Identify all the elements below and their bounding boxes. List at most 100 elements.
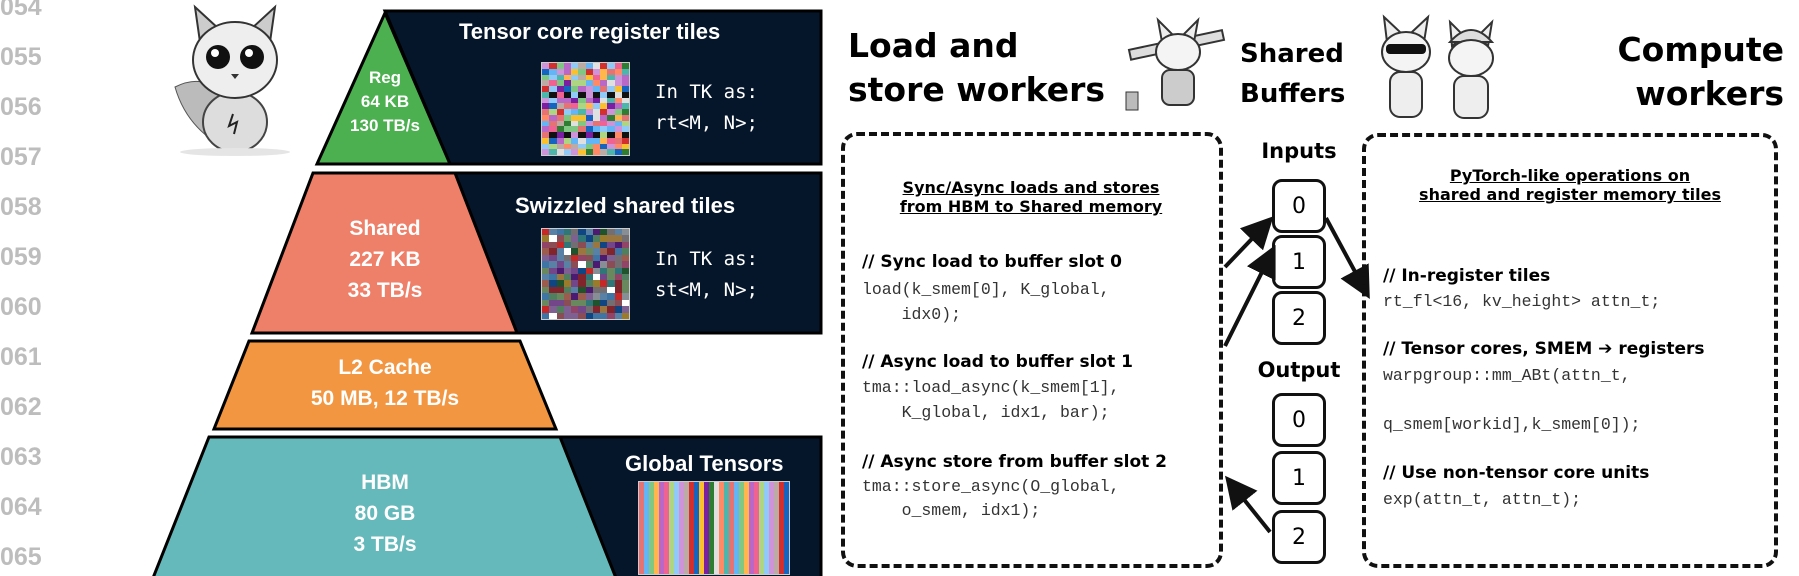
- tile-cell: [542, 103, 550, 109]
- tile-cell: [754, 567, 759, 574]
- tile-cell: [719, 521, 724, 528]
- tile-cell: [729, 495, 734, 502]
- tile-cell: [669, 488, 674, 496]
- tile-cell: [614, 74, 622, 81]
- tile-cell: [754, 521, 759, 528]
- tile-cell: [689, 521, 694, 528]
- tile-cell: [769, 534, 774, 542]
- tile-cell: [585, 241, 593, 249]
- tile-cell: [759, 508, 764, 515]
- tile-cell: [689, 567, 694, 574]
- tile-cell: [669, 495, 674, 502]
- tile-cell: [578, 97, 586, 104]
- tile-cell: [556, 114, 564, 121]
- tile-cell: [542, 273, 550, 281]
- tile-cell: [556, 306, 564, 313]
- compute-box-title: PyTorch-like operations on shared and re…: [1419, 166, 1721, 204]
- tile-cell: [769, 495, 774, 502]
- tile-cell: [709, 508, 714, 515]
- tile-cell: [684, 567, 689, 574]
- tile-cell: [779, 521, 784, 528]
- tile-cell: [639, 521, 644, 528]
- tile-cell: [679, 560, 684, 568]
- load-box-title: Sync/Async loads and stores from HBM to …: [900, 178, 1162, 216]
- tile-cell: [592, 74, 600, 81]
- code-line: tma::store_async(O_global,: [862, 477, 1120, 496]
- tile-cell: [549, 248, 557, 255]
- tile-cell: [578, 241, 586, 249]
- tile-cell: [614, 80, 622, 86]
- tile-cell: [585, 63, 593, 69]
- tile-cell: [654, 488, 659, 496]
- compute-cats-illustration: [1381, 14, 1495, 119]
- tile-cell: [769, 482, 774, 489]
- tile-cell: [542, 241, 550, 249]
- tile-cell: [669, 534, 674, 542]
- tile-cell: [639, 501, 644, 509]
- tile-cell: [679, 501, 684, 509]
- tile-cell: [592, 229, 600, 236]
- title-line: from HBM to Shared memory: [899, 197, 1163, 216]
- arrow-load-to-slot1: [1223, 244, 1276, 347]
- tile-cell: [614, 137, 622, 144]
- tile-cell: [714, 482, 719, 489]
- tile-cell: [607, 143, 615, 150]
- tile-cell: [600, 299, 608, 307]
- tile-cell: [556, 273, 564, 281]
- tile-cell: [639, 534, 644, 542]
- tile-cell: [578, 126, 586, 132]
- tile-cell: [769, 521, 774, 528]
- tile-cell: [749, 514, 754, 522]
- tile-cell: [621, 80, 629, 86]
- tile-cell: [664, 482, 669, 489]
- tile-cell: [614, 143, 622, 150]
- tile-cell: [764, 488, 769, 496]
- tile-cell: [578, 68, 586, 75]
- tile-cell: [600, 132, 608, 138]
- tile-cell: [571, 248, 579, 255]
- input-slot-0: 0: [1272, 179, 1326, 233]
- tile-cell: [571, 74, 579, 81]
- tile-cell: [704, 528, 709, 535]
- tile-cell: [739, 547, 744, 555]
- tile-cell: [689, 501, 694, 509]
- tile-cell: [556, 74, 564, 81]
- tile-cell: [769, 488, 774, 496]
- tile-cell: [679, 567, 684, 574]
- tile-cell: [621, 126, 629, 132]
- line-number: 054: [0, 0, 42, 21]
- tile-cell: [749, 521, 754, 528]
- tile-cell: [689, 534, 694, 542]
- tile-cell: [674, 554, 679, 561]
- tile-cell: [585, 143, 593, 150]
- tile-cell: [563, 120, 571, 127]
- tile-cell: [659, 508, 664, 515]
- tile-cell: [704, 495, 709, 502]
- tile-cell: [600, 63, 608, 69]
- tile-cell: [600, 126, 608, 132]
- tile-cell: [600, 312, 608, 319]
- tile-cell: [689, 514, 694, 522]
- tile-cell: [592, 267, 600, 274]
- tile-cell: [563, 149, 571, 155]
- tile-cell: [689, 528, 694, 535]
- register-tiles-title: Tensor core register tiles: [459, 19, 721, 44]
- tile-cell: [563, 114, 571, 121]
- tile-cell: [679, 482, 684, 489]
- tile-cell: [714, 560, 719, 568]
- tile-cell: [774, 567, 779, 574]
- tile-cell: [621, 114, 629, 121]
- tile-cell: [600, 114, 608, 121]
- tile-cell: [563, 126, 571, 132]
- tile-cell: [542, 267, 550, 274]
- tile-cell: [784, 521, 789, 528]
- tile-cell: [704, 541, 709, 548]
- tile-cell: [578, 80, 586, 86]
- tile-cell: [709, 567, 714, 574]
- tile-cell: [779, 541, 784, 548]
- tile-cell: [674, 567, 679, 574]
- tile-cell: [578, 109, 586, 115]
- robot-cat-illustration: [174, 4, 290, 156]
- tile-cell: [571, 241, 579, 249]
- tile-cell: [600, 306, 608, 313]
